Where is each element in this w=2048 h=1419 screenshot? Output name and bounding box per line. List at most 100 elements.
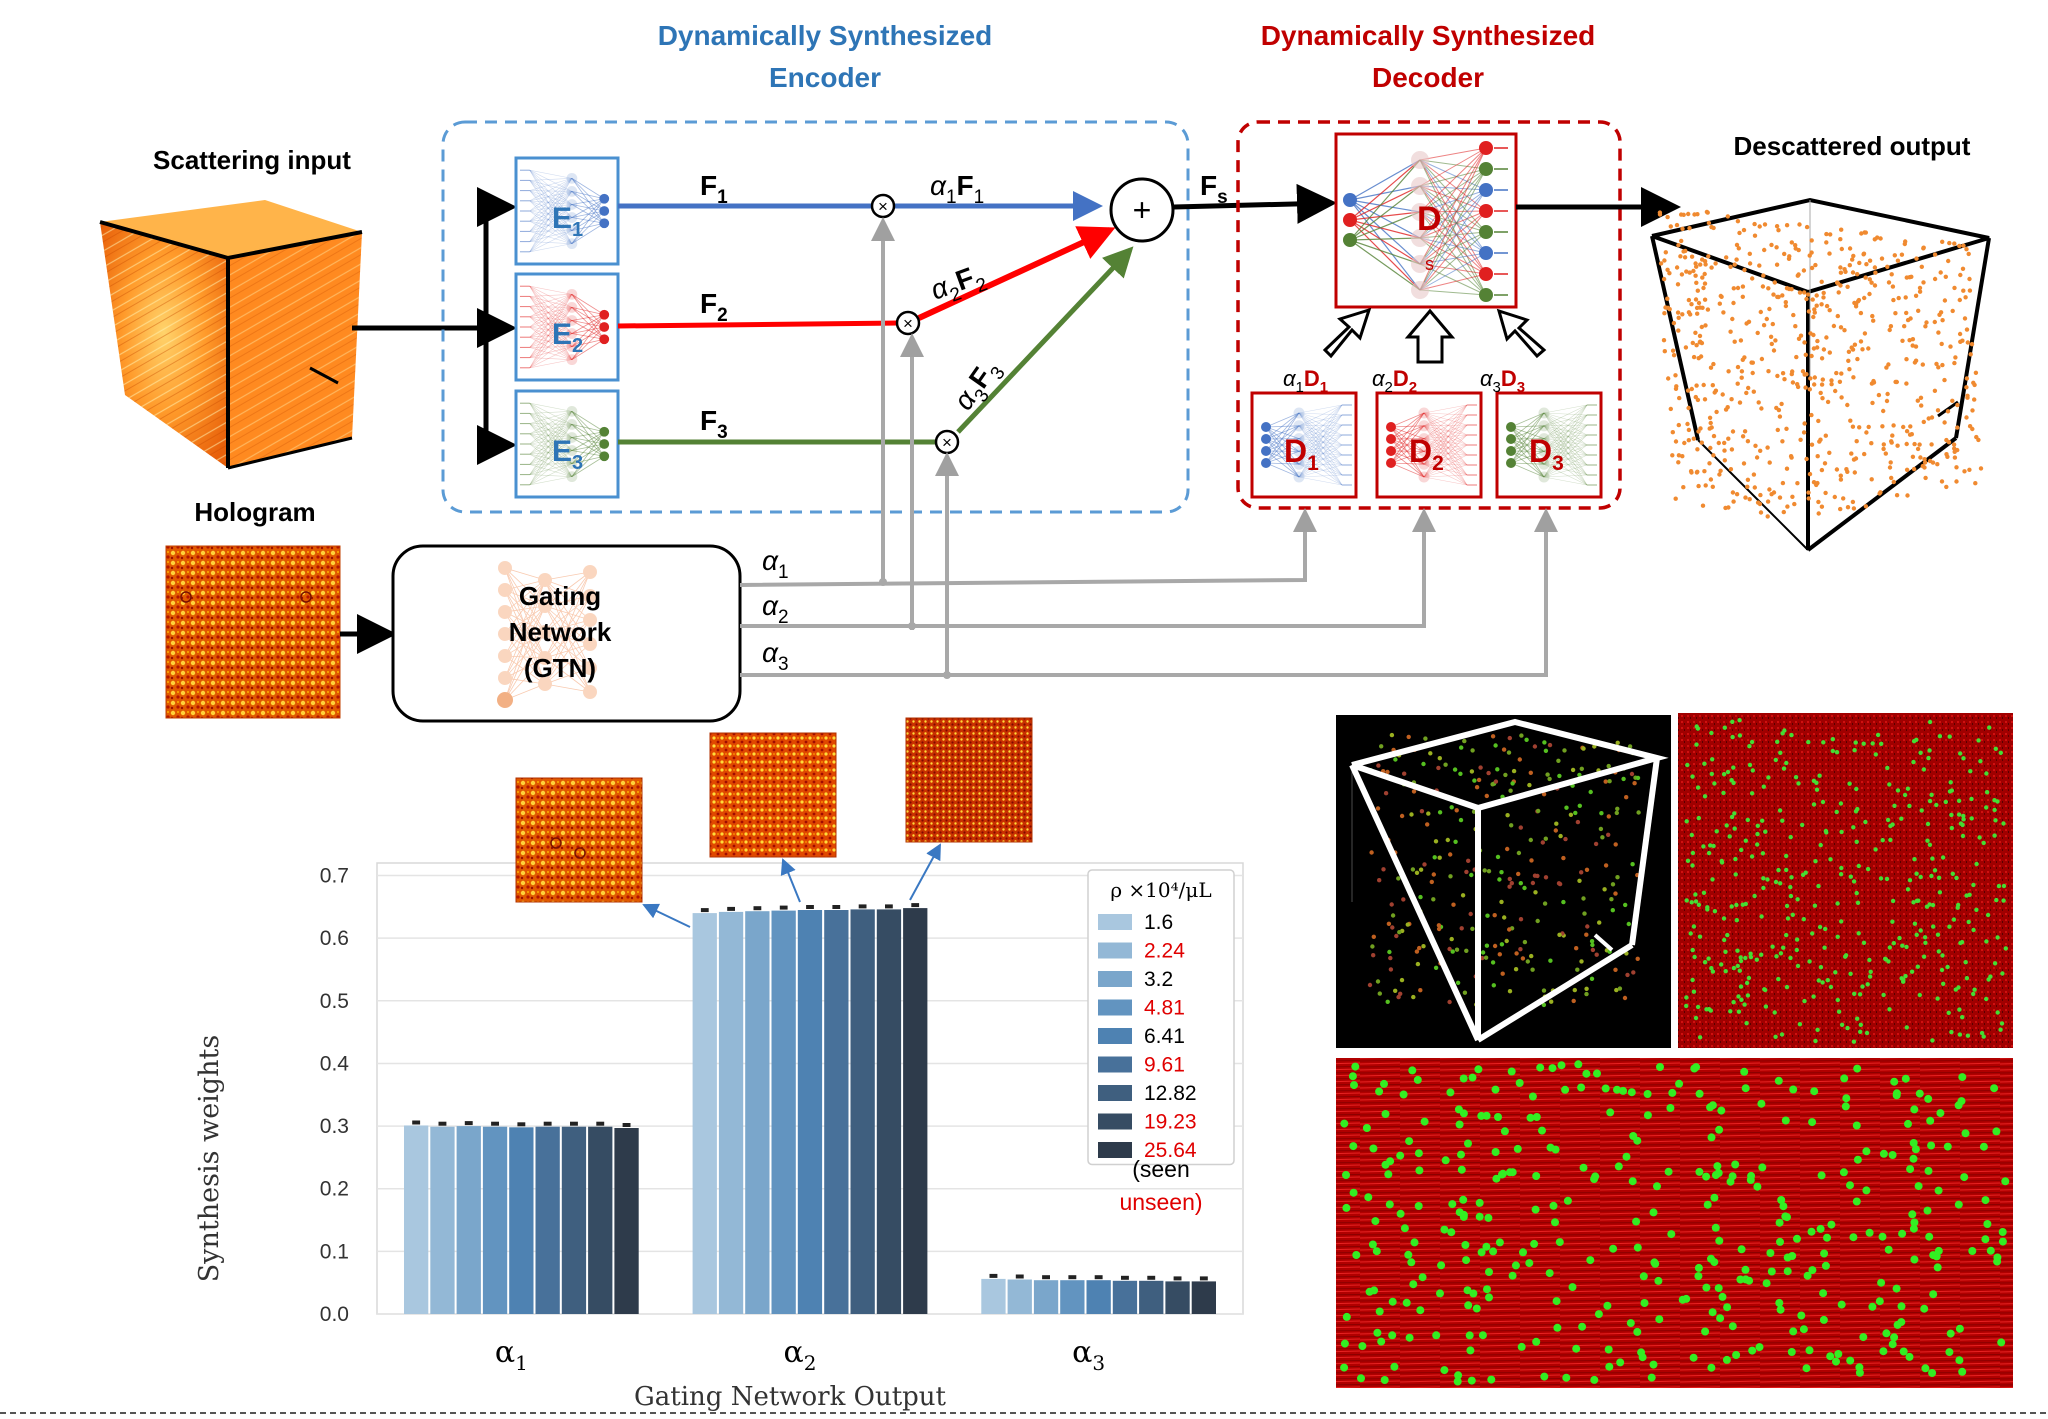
legend-note-unseen: unseen) bbox=[1119, 1189, 1202, 1215]
multiplier-1: × bbox=[870, 193, 896, 219]
legend-entry: 6.41 bbox=[1144, 1025, 1185, 1048]
decoder-main-label: D bbox=[1417, 200, 1442, 238]
bar bbox=[456, 1126, 481, 1314]
hologram-thumbnails bbox=[515, 717, 1033, 928]
decoder-main-sub: s bbox=[1425, 254, 1434, 274]
descattered-output-cube bbox=[1650, 197, 1991, 552]
svg-text:Fs: Fs bbox=[1200, 170, 1228, 208]
svg-text:α1: α1 bbox=[762, 545, 789, 583]
svg-text:×: × bbox=[878, 197, 888, 216]
feature-paths bbox=[617, 191, 1134, 445]
legend-entry: 4.81 bbox=[1144, 997, 1185, 1020]
svg-text:×: × bbox=[942, 433, 952, 452]
svg-text:×: × bbox=[903, 314, 913, 333]
decoder-title-line2: Decoder bbox=[1372, 62, 1484, 93]
bar bbox=[824, 910, 849, 1314]
decoder-title-line1: Dynamically Synthesized bbox=[1261, 20, 1596, 51]
legend-entry: 25.64 bbox=[1144, 1139, 1197, 1162]
svg-text:α2F2: α2F2 bbox=[926, 258, 990, 312]
gating-network-box: Gating Network (GTN) bbox=[391, 544, 742, 723]
legend-swatch bbox=[1098, 1113, 1132, 1130]
legend-swatch bbox=[1098, 1085, 1132, 1101]
decoder-net-2: D2 bbox=[1375, 391, 1483, 499]
decoder-label-1: D1 bbox=[1284, 433, 1319, 475]
bar bbox=[404, 1125, 429, 1314]
svg-text:Gating: Gating bbox=[519, 581, 601, 611]
legend-entry: 12.82 bbox=[1144, 1082, 1197, 1105]
chart-legend: ρ ×10⁴/μL1.62.243.24.816.419.6112.8219.2… bbox=[1087, 869, 1235, 1166]
svg-text:F1: F1 bbox=[700, 170, 728, 208]
encoder-box bbox=[441, 120, 1190, 514]
bar bbox=[850, 909, 875, 1314]
y-tick-label: 0.7 bbox=[320, 865, 349, 888]
y-tick-label: 0.0 bbox=[320, 1303, 349, 1326]
bar bbox=[903, 908, 928, 1314]
svg-text:α3: α3 bbox=[762, 637, 789, 675]
bar bbox=[797, 910, 823, 1314]
legend-swatch bbox=[1098, 1028, 1132, 1044]
x-axis-label: Gating Network Output bbox=[634, 1382, 947, 1412]
hologram-label: Hologram bbox=[194, 497, 315, 527]
legend-entry: 2.24 bbox=[1144, 940, 1185, 963]
synthesized-decoder: Ds bbox=[1334, 132, 1518, 309]
encoder-label-3: E3 bbox=[552, 435, 583, 474]
y-tick-label: 0.2 bbox=[320, 1178, 349, 1201]
legend-swatch bbox=[1098, 1056, 1132, 1073]
bar bbox=[588, 1126, 613, 1314]
encoder-net-3: E3 bbox=[514, 389, 620, 499]
x-tick-label: α2 bbox=[784, 1335, 817, 1375]
bar bbox=[1086, 1280, 1111, 1314]
svg-text:α3D3: α3D3 bbox=[1480, 366, 1525, 396]
svg-text:α2D2: α2D2 bbox=[1372, 366, 1417, 396]
bar bbox=[1165, 1281, 1190, 1314]
hologram-image bbox=[165, 545, 341, 719]
x-tick-label: α3 bbox=[1072, 1335, 1105, 1375]
svg-text:Network: Network bbox=[509, 617, 612, 647]
svg-text:α1F1: α1F1 bbox=[930, 170, 984, 208]
bar bbox=[718, 911, 744, 1314]
bar bbox=[771, 910, 796, 1314]
legend-entry: 1.6 bbox=[1144, 911, 1173, 934]
encoder-net-1: E1 bbox=[514, 156, 620, 266]
svg-text:F3: F3 bbox=[700, 405, 728, 443]
bar bbox=[876, 909, 902, 1314]
bar bbox=[745, 911, 770, 1314]
bar bbox=[1060, 1280, 1085, 1314]
y-tick-label: 0.4 bbox=[320, 1052, 350, 1075]
top-view-projection bbox=[1678, 713, 2013, 1048]
encoder-label-2: E2 bbox=[552, 318, 583, 357]
svg-text:α1D1: α1D1 bbox=[1283, 366, 1328, 396]
legend-swatch bbox=[1098, 971, 1132, 987]
bar bbox=[430, 1126, 455, 1314]
decoder-net-3: D3 bbox=[1495, 391, 1603, 499]
legend-swatch bbox=[1098, 942, 1132, 959]
bar bbox=[535, 1126, 560, 1314]
svg-text:+: + bbox=[1133, 192, 1152, 228]
bar bbox=[482, 1126, 508, 1314]
legend-title: ρ ×10⁴/μL bbox=[1110, 878, 1211, 902]
bar bbox=[1139, 1280, 1164, 1314]
legend-entry: 9.61 bbox=[1144, 1054, 1185, 1077]
y-tick-label: 0.5 bbox=[320, 990, 349, 1013]
sum-node: + bbox=[1109, 177, 1175, 243]
decoder-weight-labels: α1D1 α2D2 α3D3 bbox=[1283, 366, 1525, 396]
encoder-title-line2: Encoder bbox=[769, 62, 881, 93]
legend-note-seen: (seen bbox=[1132, 1156, 1190, 1182]
y-tick-label: 0.1 bbox=[320, 1240, 349, 1263]
bar bbox=[1191, 1281, 1216, 1314]
decoder-label-3: D3 bbox=[1529, 433, 1564, 475]
gating-alpha-labels: α1 α2 α3 bbox=[762, 545, 789, 675]
gating-output-lines bbox=[739, 217, 1558, 677]
bar bbox=[981, 1278, 1006, 1314]
bar bbox=[1007, 1279, 1032, 1314]
bar bbox=[561, 1126, 587, 1314]
legend-swatch bbox=[1098, 1142, 1132, 1158]
x-tick-label: α1 bbox=[495, 1335, 528, 1375]
bar bbox=[509, 1127, 534, 1314]
legend-swatch bbox=[1098, 999, 1132, 1016]
side-view-projection bbox=[1336, 1058, 2013, 1388]
decoder-label-2: D2 bbox=[1409, 433, 1444, 475]
bar bbox=[1112, 1280, 1138, 1314]
